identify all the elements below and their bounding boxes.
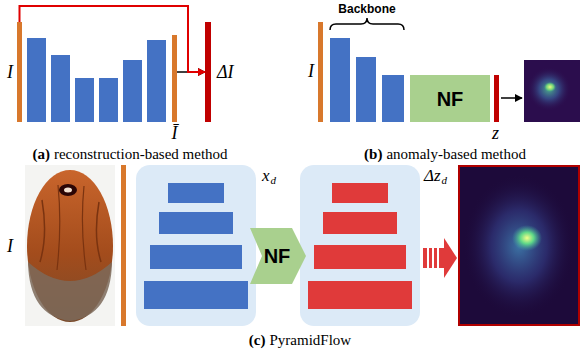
heatmap-spot	[544, 82, 556, 92]
big-arrow-stripe	[432, 248, 434, 268]
hazelnut-stripe	[96, 202, 101, 262]
input-bar: I	[17, 22, 22, 122]
residual-bar: ΔI	[205, 22, 211, 122]
subscript: d	[271, 175, 277, 186]
hazelnut-base	[28, 262, 112, 321]
hazelnut-stripe	[57, 185, 60, 270]
big-arrow-stripe	[437, 248, 439, 268]
symbol-label: I	[7, 63, 13, 81]
heatmap-glow	[463, 174, 575, 318]
input-bar	[121, 165, 126, 326]
pyramid-panel	[300, 165, 420, 326]
brace	[330, 18, 404, 30]
pyramid-bar	[332, 183, 388, 203]
arrow	[501, 97, 522, 99]
flow-label: NF	[264, 246, 291, 266]
flow-chevron: NF	[250, 228, 306, 284]
latent-bar	[494, 75, 499, 122]
symbol-label: x	[262, 167, 270, 184]
hazelnut-stripe	[82, 186, 86, 270]
heatmap	[459, 166, 579, 325]
flow-box: NF	[410, 75, 490, 122]
reconstruction-bar: Ī	[172, 35, 177, 122]
pyramid-bar	[144, 281, 248, 309]
subscript: d	[442, 175, 448, 186]
defect	[59, 184, 77, 196]
feature-bar	[147, 40, 166, 122]
feature-bar	[123, 60, 142, 122]
pyramid-bar	[168, 183, 224, 203]
pyramid-bar	[308, 281, 412, 309]
hazelnut	[27, 170, 113, 322]
pyramid-bar	[159, 212, 233, 234]
feature-bar	[27, 38, 46, 122]
pyramid-bar	[323, 212, 397, 234]
symbol-label: I	[308, 62, 314, 80]
feature-bar	[356, 57, 376, 122]
big-arrow-stripe	[427, 248, 429, 268]
feature-bar	[75, 78, 94, 122]
bracket-label: Backbone	[338, 3, 395, 15]
flow-label: NF	[437, 89, 464, 109]
feature-bar	[51, 55, 70, 122]
panel-tag: (a)	[32, 147, 50, 162]
connector	[20, 6, 206, 72]
panel-tag: (c)	[249, 333, 266, 348]
chevron-shape	[250, 228, 306, 284]
feature-bar	[99, 78, 118, 122]
symbol-label: z	[492, 124, 499, 142]
panel-caption: PyramidFlow	[269, 333, 351, 348]
heatmap-spot	[512, 225, 542, 251]
hazelnut-stripe	[40, 200, 45, 262]
defect-core	[64, 188, 72, 193]
panel-tag: (b)	[364, 147, 382, 162]
pyramid-panel	[136, 165, 256, 326]
photo-ground	[25, 165, 115, 326]
heatmap-glow	[527, 67, 571, 111]
heatmap	[524, 60, 580, 122]
big-arrow-tail	[423, 248, 445, 268]
symbol-label: I	[7, 237, 13, 255]
symbol-label: Ī	[172, 124, 178, 142]
panel-caption: reconstruction-based method	[54, 147, 228, 162]
pyramid-bar	[314, 245, 406, 269]
symbol-label: Δz	[424, 167, 441, 184]
feature-bar	[330, 38, 350, 122]
feature-bar	[382, 75, 404, 122]
panel-caption: anomaly-based method	[386, 147, 526, 162]
pyramid-bar	[150, 245, 242, 269]
big-arrow-head	[444, 238, 457, 278]
symbol-label: ΔI	[217, 63, 234, 81]
input-bar	[318, 22, 323, 122]
